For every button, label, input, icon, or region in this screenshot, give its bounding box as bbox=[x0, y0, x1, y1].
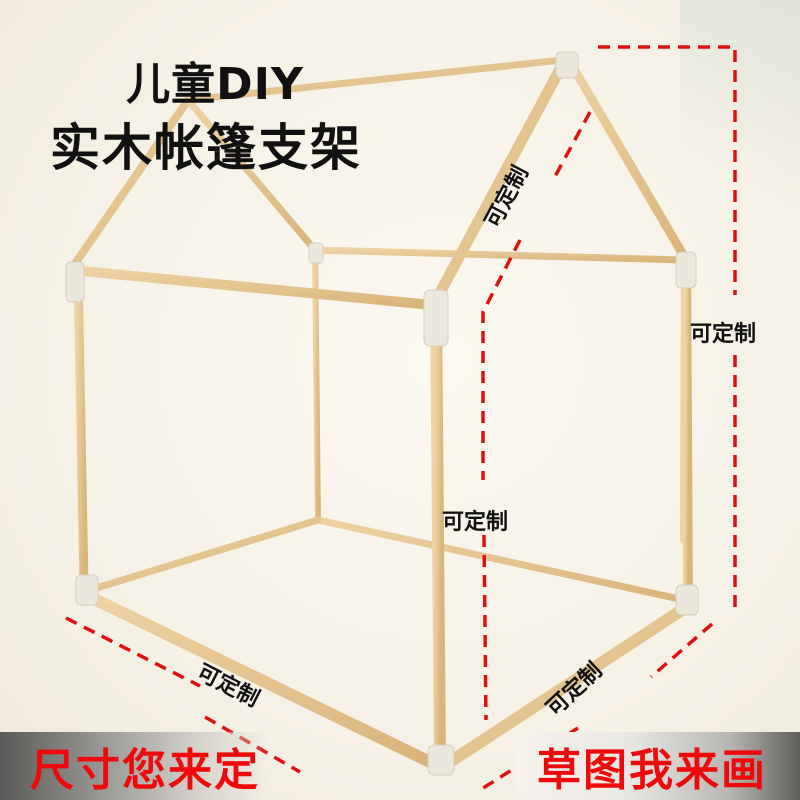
corner-connectors bbox=[65, 51, 699, 776]
front-dimension-line-right bbox=[204, 715, 301, 774]
roof-dimension-line-upper bbox=[550, 111, 592, 183]
roof-dimension-line-lower bbox=[481, 239, 522, 480]
size-banner-text: 尺寸您来定 bbox=[30, 745, 260, 796]
height-dimension-line bbox=[598, 45, 737, 295]
side-dimension-line-upper bbox=[649, 622, 714, 679]
wall-height-label: 可定制 bbox=[442, 510, 509, 535]
title-line-1: 儿童DIY bbox=[126, 59, 304, 110]
sketch-banner: 草图我来画 bbox=[515, 732, 800, 800]
title-line-2: 实木帐篷支架 bbox=[50, 119, 362, 177]
total-height-label: 可定制 bbox=[690, 322, 757, 347]
wall-dimension-line bbox=[482, 534, 488, 721]
front-frame bbox=[67, 54, 694, 768]
background-tint bbox=[680, 0, 800, 260]
sketch-banner-text: 草图我来画 bbox=[537, 745, 767, 796]
size-banner: 尺寸您来定 bbox=[0, 732, 270, 800]
front-dimension-line-left bbox=[65, 616, 201, 688]
dimension-lines bbox=[65, 45, 737, 792]
